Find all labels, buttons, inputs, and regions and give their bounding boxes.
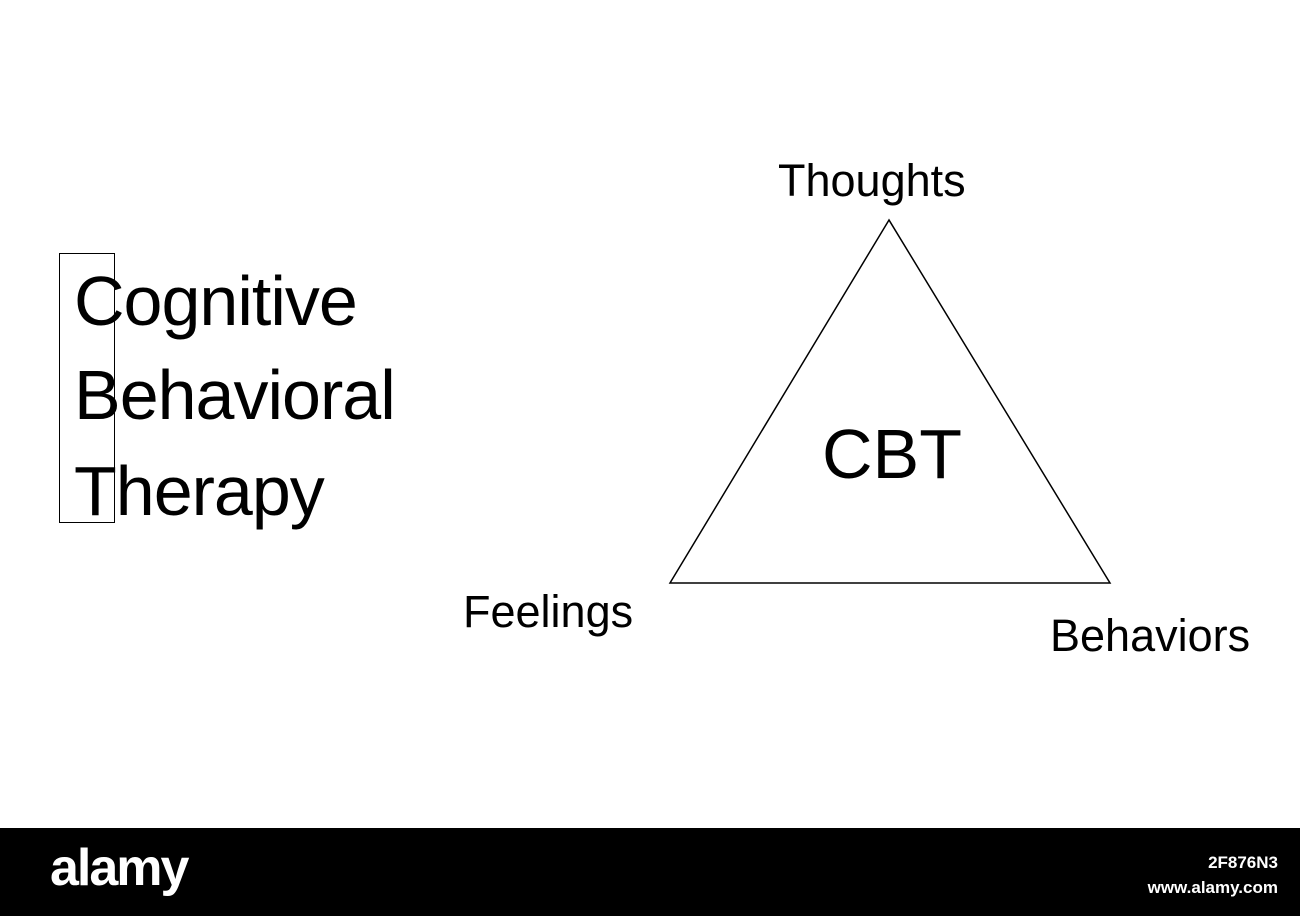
site-url: www.alamy.com — [1147, 878, 1278, 897]
cbt-center-label: CBT — [822, 415, 962, 493]
feelings-label: Feelings — [463, 586, 634, 637]
watermark-footer: alamy 2F876N3 www.alamy.com — [0, 828, 1300, 916]
triangle-shape — [668, 218, 1112, 584]
term-word-therapy: Therapy — [74, 452, 325, 530]
thoughts-label: Thoughts — [778, 155, 966, 206]
stock-meta: 2F876N3 www.alamy.com — [1148, 850, 1278, 900]
alamy-logo: alamy — [50, 839, 189, 897]
acronym-highlight-box — [59, 253, 115, 523]
term-word-cognitive: Cognitive — [74, 262, 358, 340]
image-id: 2F876N3 — [1208, 853, 1278, 872]
term-word-behavioral: Behavioral — [74, 356, 396, 434]
behaviors-label: Behaviors — [1050, 610, 1251, 661]
